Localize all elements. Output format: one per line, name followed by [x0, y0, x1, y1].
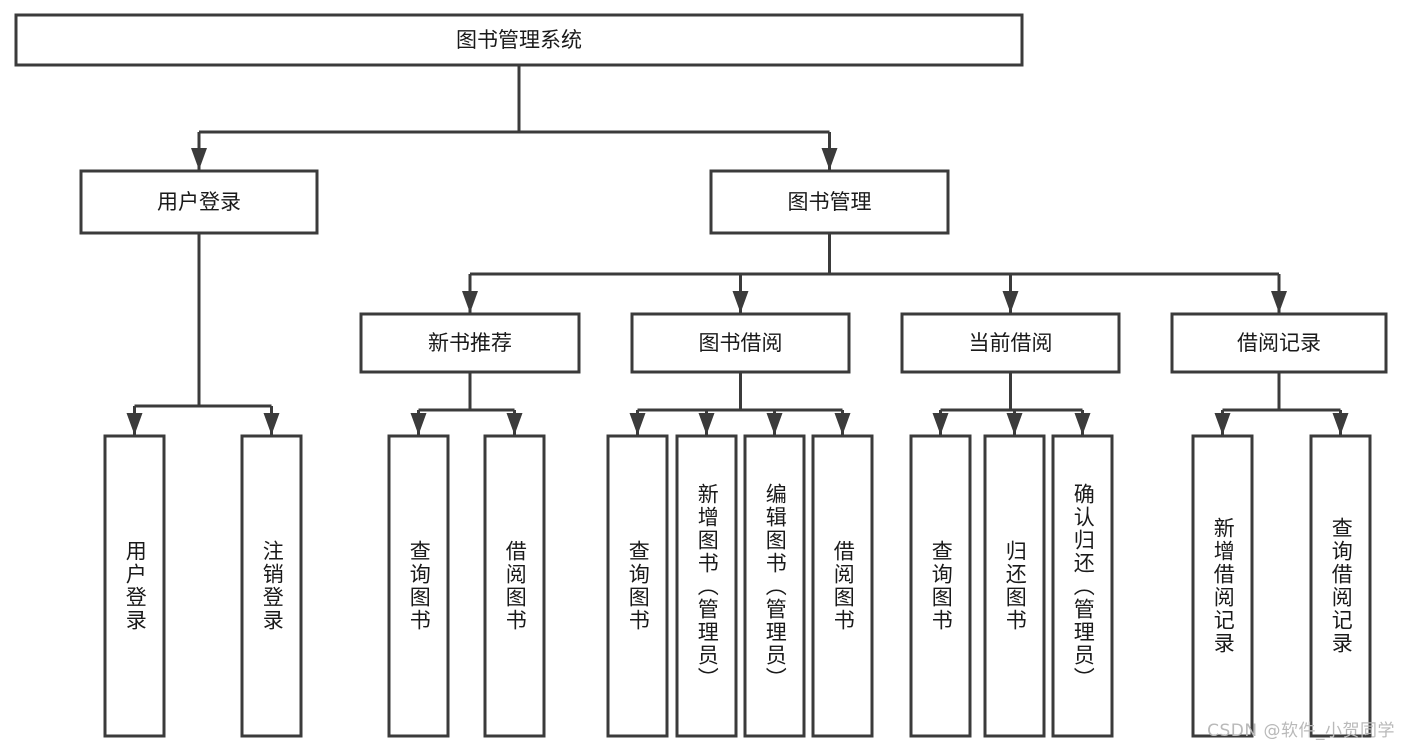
node-label-current-borrow: 当前借阅 [969, 331, 1053, 355]
node-new-book-recommend[interactable] [359, 312, 581, 374]
node-label-new-book-recommend: 新书推荐 [428, 331, 512, 355]
arrow-head-icon [932, 413, 949, 435]
node-leaf-add-book[interactable] [675, 434, 738, 738]
node-leaf-query-book-3[interactable] [909, 434, 972, 738]
node-root[interactable] [14, 13, 1024, 67]
arrow-head-icon [698, 413, 715, 435]
arrow-head-icon [462, 291, 478, 313]
node-leaf-borrow-book-2[interactable] [811, 434, 874, 738]
watermark: CSDN @软件_小贺同学 [1207, 721, 1395, 741]
arrow-head-icon [1214, 413, 1231, 435]
arrow-head-icon [1074, 413, 1091, 435]
arrow-head-icon [1006, 413, 1023, 435]
node-label-book-borrow: 图书借阅 [699, 331, 783, 355]
node-leaf-edit-book[interactable] [743, 434, 806, 738]
arrow-head-icon [834, 413, 851, 435]
arrow-head-icon [126, 413, 143, 435]
node-leaf-add-borrow-record[interactable] [1191, 434, 1254, 738]
arrow-head-icon [629, 413, 646, 435]
node-leaf-query-book-1[interactable] [387, 434, 450, 738]
node-book-management[interactable] [709, 169, 950, 235]
arrow-head-icon [1002, 291, 1019, 313]
arrow-head-icon [263, 413, 280, 435]
node-leaf-query-book-2[interactable] [606, 434, 669, 738]
node-leaf-user-login[interactable] [103, 434, 166, 738]
node-label-borrow-records: 借阅记录 [1237, 331, 1321, 355]
node-leaf-query-borrow-record[interactable] [1309, 434, 1372, 738]
connectors-layer [126, 65, 1349, 435]
arrow-head-icon [1332, 413, 1349, 435]
arrow-head-icon [732, 291, 749, 313]
arrow-head-icon [506, 413, 523, 435]
node-label-book-management: 图书管理 [788, 190, 872, 214]
node-leaf-borrow-book-1[interactable] [483, 434, 546, 738]
boxes-layer [14, 13, 1388, 738]
arrow-head-icon [191, 148, 207, 170]
node-label-root: 图书管理系统 [456, 28, 582, 52]
node-label-user-login: 用户登录 [157, 190, 241, 214]
node-leaf-user-logout[interactable] [240, 434, 303, 738]
node-borrow-records[interactable] [1170, 312, 1388, 374]
node-book-borrow[interactable] [630, 312, 851, 374]
arrow-head-icon [821, 148, 838, 170]
arrow-head-icon [410, 413, 427, 435]
node-current-borrow[interactable] [900, 312, 1121, 374]
node-leaf-return-book[interactable] [983, 434, 1046, 738]
node-user-login[interactable] [79, 169, 319, 235]
arrow-head-icon [766, 413, 783, 435]
arrow-head-icon [1271, 291, 1287, 313]
node-leaf-confirm-return[interactable] [1051, 434, 1114, 738]
